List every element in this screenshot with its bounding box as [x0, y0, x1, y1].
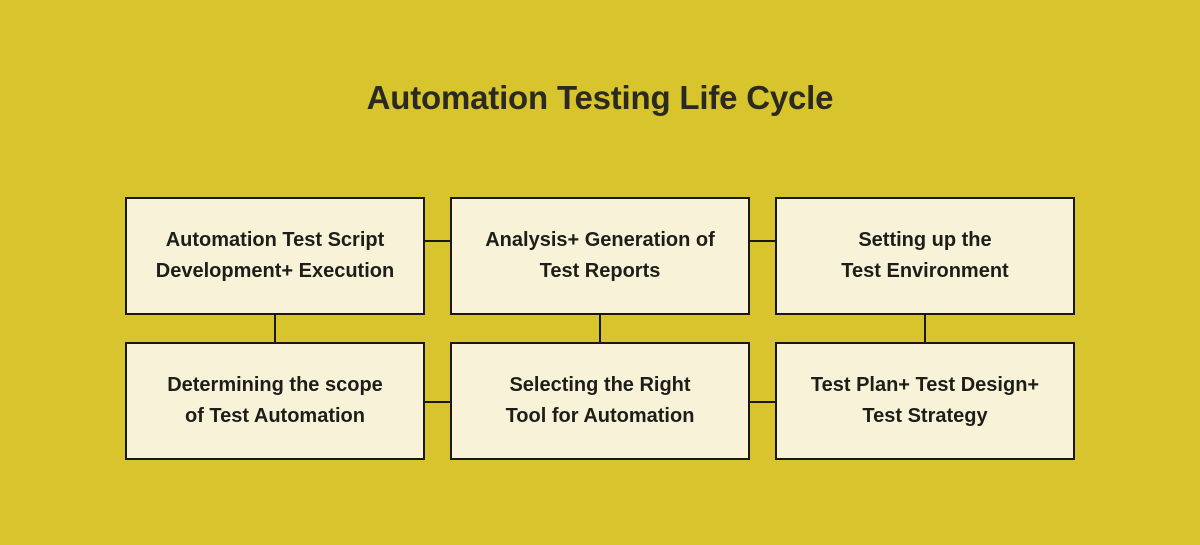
box-selecting-the-right-tool-for-automation: Selecting the Right Tool for Automation: [450, 342, 750, 460]
box-setting-up-the-test-environment: Setting up the Test Environment: [775, 197, 1075, 315]
connector-horizontal-box1-box2: [423, 240, 451, 242]
box-text-line: Determining the scope: [167, 374, 383, 396]
connector-vertical-box2-box5: [599, 314, 601, 344]
box-text-line: Test Reports: [539, 260, 661, 282]
box-test-plan-test-design-test-strategy: Test Plan+ Test Design+ Test Strategy: [775, 342, 1075, 460]
box-text-line: Test Strategy: [862, 405, 988, 427]
box-text-line: Selecting the Right: [509, 374, 691, 396]
connector-horizontal-box4-box5: [423, 401, 451, 403]
box-analysis-generation-of-test-reports: Analysis+ Generation of Test Reports: [450, 197, 750, 315]
box-text-line: Test Environment: [841, 260, 1009, 282]
connector-horizontal-box2-box3: [748, 240, 776, 242]
connector-vertical-box3-box6: [924, 314, 926, 344]
box-determining-the-scope-of-test-automation: Determining the scope of Test Automation: [125, 342, 425, 460]
box-text-line: Automation Test Script: [165, 229, 385, 251]
box-automation-test-script-development-execution: Automation Test Script Development+ Exec…: [125, 197, 425, 315]
box-text-line: Setting up the: [858, 229, 992, 251]
connector-vertical-box1-box4: [274, 314, 276, 344]
box-text-line: Tool for Automation: [505, 405, 695, 427]
box-text-line: Development+ Execution: [155, 260, 395, 282]
box-text-line: Test Plan+ Test Design+: [810, 374, 1040, 396]
box-text-line: Analysis+ Generation of: [485, 229, 715, 251]
connector-horizontal-box5-box6: [748, 401, 776, 403]
box-text-line: of Test Automation: [185, 405, 365, 427]
diagram-title: Automation Testing Life Cycle: [366, 79, 834, 116]
